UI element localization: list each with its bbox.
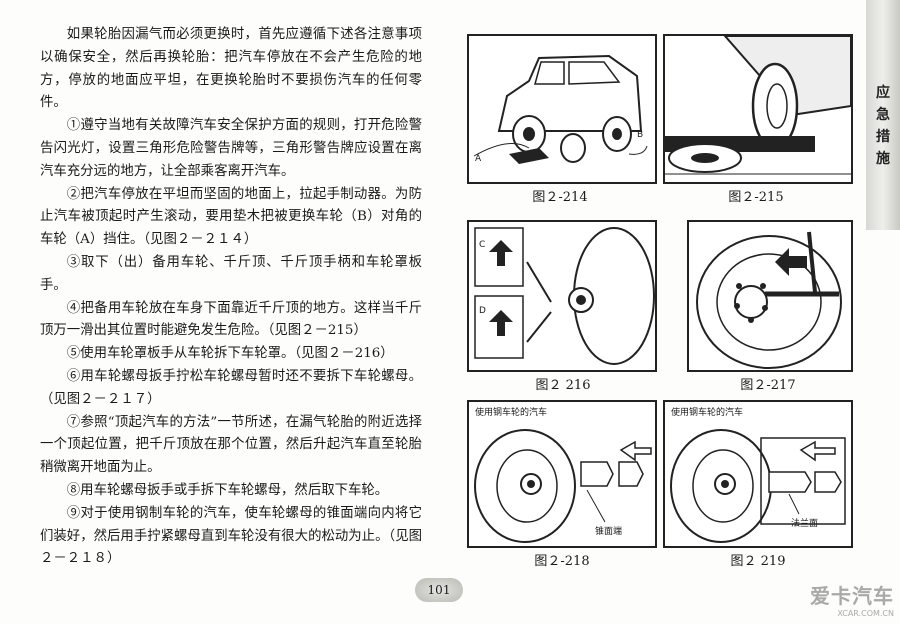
tab-char-3: 措 bbox=[876, 129, 890, 145]
figure-219-flange-nuts: 使用钢车轮的汽车 法兰面 bbox=[663, 400, 853, 548]
watermark-logo: 爱卡汽车 XCAR.COM.CN bbox=[810, 580, 894, 618]
page-number: 101 bbox=[415, 578, 463, 602]
paragraph-step-7: ⑦参照“顶起汽车的方法”一节所述，在漏气轮胎的附近选择一个顶起位置，把千斤顶放在… bbox=[40, 414, 422, 476]
spare-wheel-illustration bbox=[665, 36, 851, 175]
flange-wheel-illustration bbox=[670, 429, 846, 543]
label-c: C bbox=[479, 240, 486, 250]
figure-218-title: 使用钢车轮的汽车 bbox=[475, 408, 548, 418]
label-a: A bbox=[475, 154, 482, 164]
instruction-text: 如果轮胎因漏气而必须更换时，首先应遵循下述各注意事项以确保安全，然后再换轮胎：把… bbox=[40, 24, 422, 571]
caption-218: 图２-218 bbox=[534, 554, 590, 569]
tab-char-4: 施 bbox=[876, 151, 890, 167]
wheel-cap-illustration bbox=[474, 227, 655, 365]
caption-219: 图２ 219 bbox=[730, 554, 786, 569]
label-flange: 法兰面 bbox=[791, 519, 819, 529]
steel-wheel-illustration bbox=[474, 429, 652, 543]
label-d: D bbox=[479, 306, 486, 316]
tab-char-2: 急 bbox=[876, 107, 890, 123]
figure-214-car-chocked: A B bbox=[467, 34, 657, 184]
wrench-illustration bbox=[696, 231, 842, 369]
figure-218-steel-wheel-nuts: 使用钢车轮的汽车 锥面端 bbox=[467, 400, 657, 548]
paragraph-step-8: ⑧用车轮螺母扳手或手拆下车轮螺母，然后取下车轮。 bbox=[66, 482, 389, 498]
tab-char-1: 应 bbox=[876, 85, 890, 101]
figure-215-spare-under-car bbox=[663, 34, 853, 184]
paragraph-step-6: ⑥用车轮螺母扳手拧松车轮螺母暂时还不要拆下车轮螺母。（见图２－２１７） bbox=[40, 368, 422, 407]
caption-216: 图２ 216 bbox=[535, 378, 591, 393]
paragraph-step-3: ③取下（出）备用车轮、千斤顶、千斤顶手柄和车轮罩板手。 bbox=[40, 254, 422, 293]
paragraph-step-5: ⑤使用车轮罩板手从车轮拆下车轮罩。（见图２－216） bbox=[66, 346, 394, 362]
label-b: B bbox=[637, 130, 644, 140]
paragraph-step-1: ①遵守当地有关故障汽车安全保护方面的规则，打开危险警告闪光灯，设置三角形危险警告… bbox=[40, 118, 422, 179]
caption-215: 图２-215 bbox=[728, 190, 784, 205]
chapter-side-tab: 应 急 措 施 bbox=[866, 0, 900, 230]
watermark-sub: XCAR.COM.CN bbox=[837, 609, 894, 618]
caption-214: 图２-214 bbox=[532, 190, 588, 205]
caption-217: 图２-217 bbox=[740, 378, 796, 393]
paragraph-step-2: ②把汽车停放在平坦而坚固的地面上，拉起手制动器。为防止汽车被顶起时产生滚动，要用… bbox=[40, 186, 422, 248]
paragraph-step-9: ⑨对于使用钢制车轮的汽车，使车轮螺母的锥面端向内将它们装好，然后用手拧紧螺母直到… bbox=[40, 505, 422, 567]
car-chock-illustration bbox=[473, 54, 648, 164]
figure-216-remove-wheel-cap: C D bbox=[467, 220, 657, 372]
watermark-main: 爱卡汽车 bbox=[810, 584, 894, 608]
figure-219-title: 使用钢车轮的汽车 bbox=[671, 408, 744, 418]
paragraph-step-4: ④把备用车轮放在车身下面靠近千斤顶的地方。这样当千斤顶万一滑出其位置时能避免发生… bbox=[40, 300, 422, 339]
paragraph-intro: 如果轮胎因漏气而必须更换时，首先应遵循下述各注意事项以确保安全，然后再换轮胎：把… bbox=[40, 27, 422, 111]
figure-217-loosen-nuts bbox=[687, 220, 853, 372]
label-cone-end: 锥面端 bbox=[595, 527, 623, 537]
